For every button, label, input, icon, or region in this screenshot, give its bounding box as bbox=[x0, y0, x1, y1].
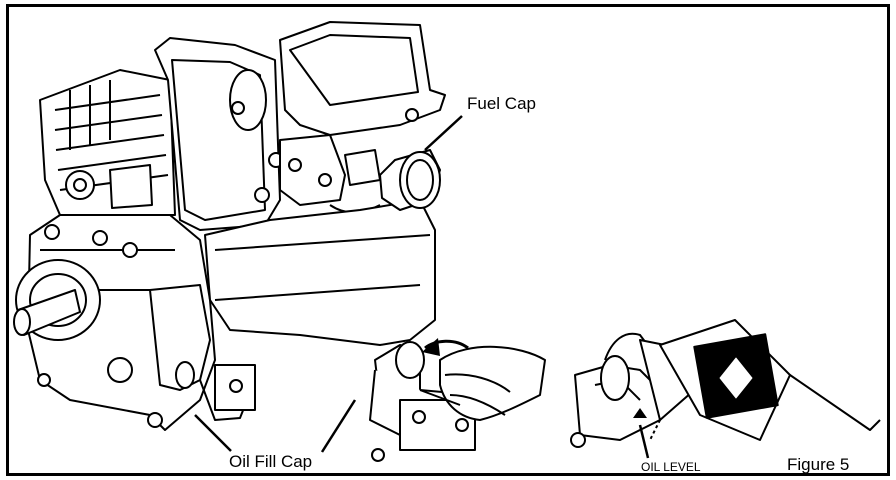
cylinder-head bbox=[39, 69, 176, 216]
dipstick-detail bbox=[570, 319, 881, 448]
diamond-icon bbox=[719, 357, 753, 399]
oil-level-arrowhead bbox=[633, 408, 647, 418]
fuel-tank bbox=[204, 21, 446, 346]
oil-fill-cap-label: Oil Fill Cap bbox=[229, 452, 313, 471]
oil-fill-area bbox=[149, 284, 256, 421]
figure-caption: Figure 5 bbox=[787, 455, 850, 474]
air-cleaner bbox=[154, 37, 284, 231]
oil-level-leader bbox=[638, 424, 650, 459]
fuel-cap-leader bbox=[424, 115, 463, 151]
oil-fill-detail-leader bbox=[320, 399, 357, 453]
fuel-cap bbox=[379, 149, 441, 211]
oil-level-label: OIL LEVEL bbox=[641, 460, 701, 474]
oil-fill-leader bbox=[194, 414, 232, 452]
fuel-cap-label: Fuel Cap bbox=[467, 94, 536, 113]
oil-fill-detail bbox=[369, 341, 546, 462]
rotation-arrow bbox=[422, 338, 469, 356]
